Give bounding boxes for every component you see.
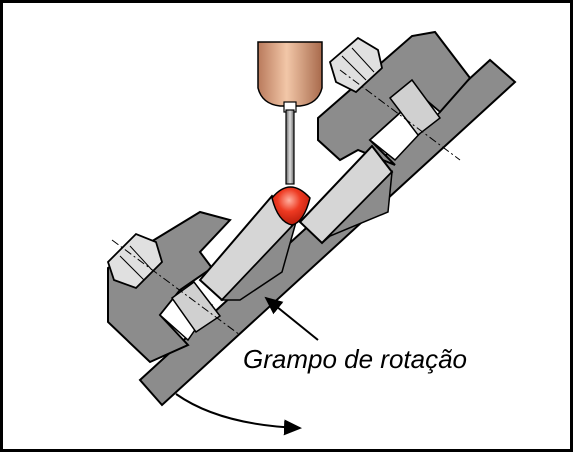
upper-spacer [388,78,442,137]
rotation-arrow [175,393,302,436]
lower-spacer [170,280,222,334]
label-leader-arrow [264,296,319,341]
lower-bolt-nut [106,232,164,290]
rotation-clamp-label: Grampo de rotação [243,344,468,374]
upper-bolt-nut [328,36,383,94]
weld-bead [271,186,311,226]
welding-torch-nozzle [257,41,323,185]
